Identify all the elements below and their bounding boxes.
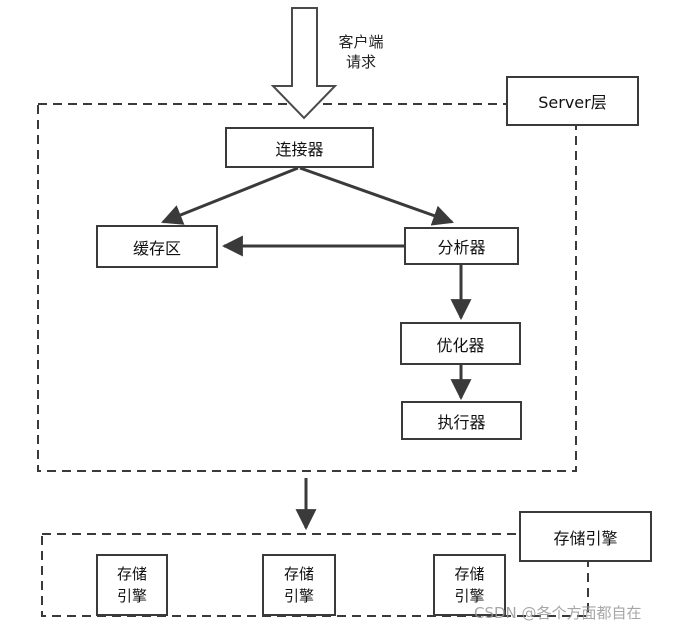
storage-engine-3-line1: 存储 xyxy=(454,565,485,583)
storage-engine-2-line2: 引擎 xyxy=(283,587,314,605)
client-request-line1: 客户端 xyxy=(338,33,384,51)
storage-engine-1: 存储 引擎 xyxy=(96,554,168,616)
analyzer-node: 分析器 xyxy=(404,227,519,265)
server-layer-label: Server层 xyxy=(506,76,639,126)
storage-engine-3-line2: 引擎 xyxy=(454,587,485,605)
storage-engine-2: 存储 引擎 xyxy=(262,554,336,616)
storage-engine-1-line1: 存储 xyxy=(116,565,147,583)
arrow-connector-to-cache xyxy=(161,166,299,225)
storage-engine-2-line1: 存储 xyxy=(283,565,314,583)
client-request-label: 客户端 请求 xyxy=(326,32,396,72)
storage-engine-3: 存储 引擎 xyxy=(433,554,506,616)
server-layer-boundary xyxy=(37,103,577,472)
client-request-line2: 请求 xyxy=(345,53,376,71)
storage-engine-1-line2: 引擎 xyxy=(116,587,147,605)
client-request-arrow xyxy=(270,7,338,120)
storage-layer-label: 存储引擎 xyxy=(519,511,652,562)
executor-node: 执行器 xyxy=(401,401,522,440)
cache-node: 缓存区 xyxy=(96,225,218,268)
watermark: CSDN @各个方面都自在 xyxy=(474,604,642,622)
optimizer-node: 优化器 xyxy=(400,322,521,365)
connector-node: 连接器 xyxy=(225,127,374,168)
storage-layer-boundary xyxy=(41,533,589,617)
arrow-connector-to-analyzer xyxy=(299,166,454,226)
